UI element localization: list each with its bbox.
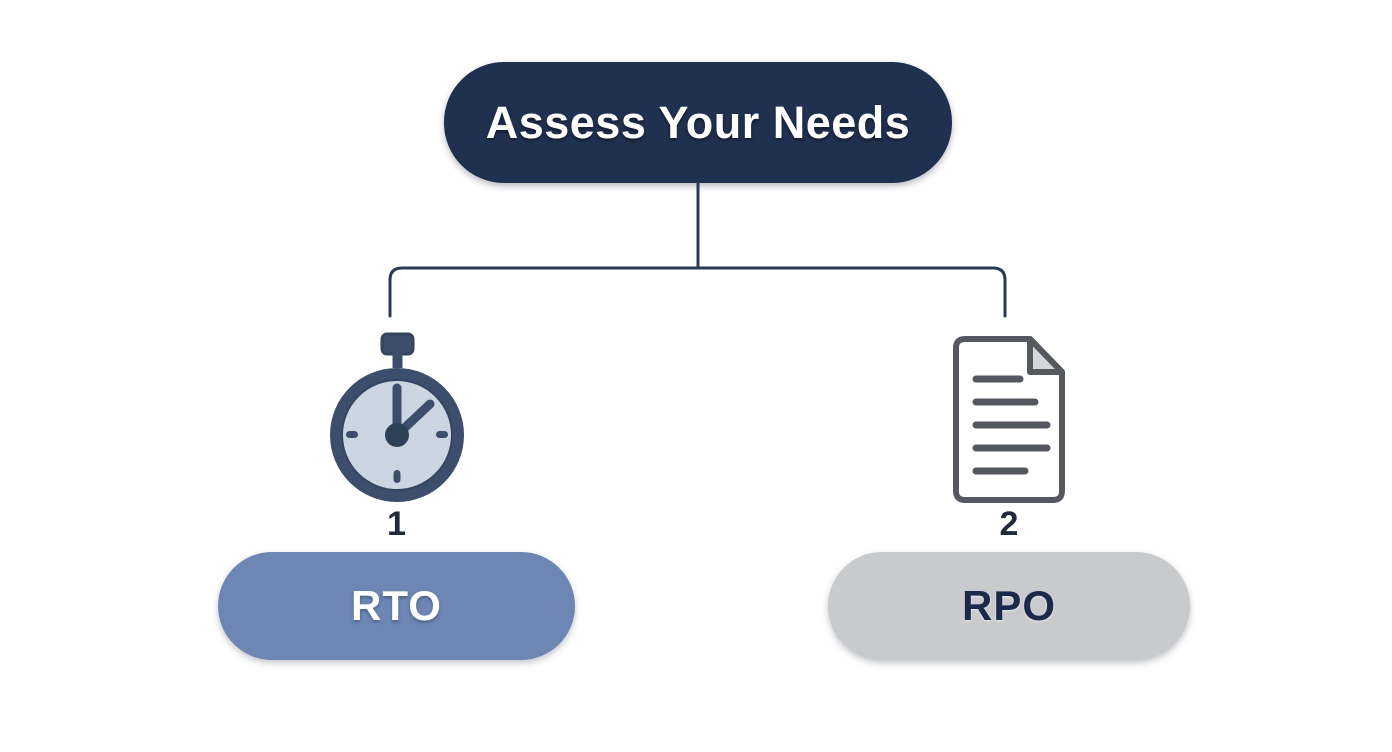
root-node-assess-your-needs[interactable]: Assess Your Needs [444, 62, 952, 183]
pill-rpo[interactable]: RPO [828, 552, 1190, 660]
branch-rto: 1 RTO [218, 330, 575, 660]
pill-rto-label: RTO [351, 582, 442, 629]
stopwatch-icon [329, 332, 464, 502]
stopwatch-icon-wrap [312, 330, 482, 505]
document-icon-wrap [934, 330, 1084, 505]
step-number-1: 1 [387, 505, 406, 543]
branch-rpo: 2 RPO [828, 330, 1190, 660]
root-node-label: Assess Your Needs [485, 97, 911, 148]
step-number-2: 2 [999, 505, 1019, 543]
document-icon [953, 336, 1065, 503]
connector-branch-left [388, 266, 700, 318]
pill-rpo-label: RPO [961, 582, 1056, 629]
pill-rto[interactable]: RTO [218, 552, 575, 660]
connector-branch-right [696, 266, 1007, 318]
